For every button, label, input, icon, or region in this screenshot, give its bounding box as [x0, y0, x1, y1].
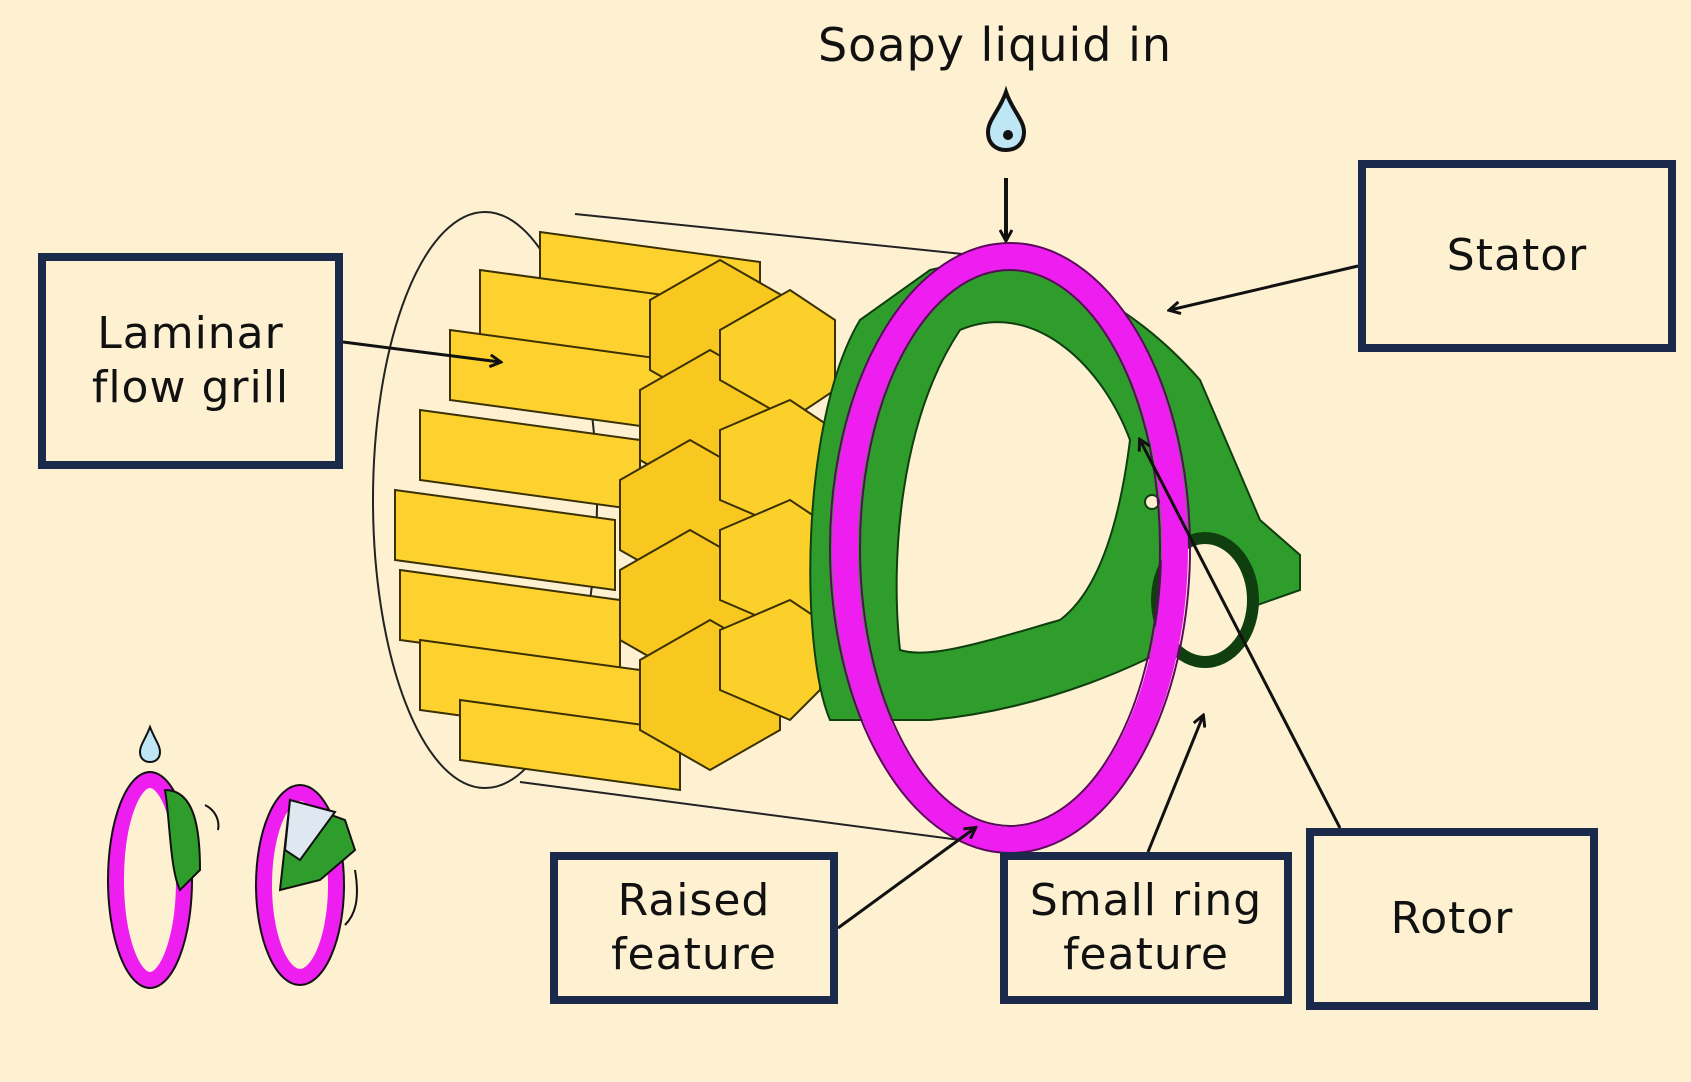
label-rotor-text: Rotor [1390, 893, 1514, 944]
droplet-icon [985, 85, 1027, 153]
arrow-stator [1170, 264, 1359, 310]
label-rotor: Rotor [1306, 828, 1598, 1010]
label-small-ring-text: Small ring feature [1029, 875, 1263, 980]
small-droplet-icon [138, 724, 162, 764]
label-laminar-text: Laminar flow grill [91, 308, 290, 413]
label-stator: Stator [1358, 160, 1676, 352]
arrow-raised [837, 828, 975, 930]
arrow-small-ring [1146, 716, 1203, 853]
label-small-ring-feature: Small ring feature [1000, 852, 1292, 1004]
leader-arrows [342, 264, 1359, 930]
label-raised-feature: Raised feature [550, 852, 838, 1004]
title-soapy-liquid-in: Soapy liquid in [817, 18, 1173, 72]
label-laminar-flow-grill: Laminar flow grill [38, 253, 343, 469]
label-raised-text: Raised feature [611, 875, 777, 980]
rotor [809, 262, 1301, 721]
inset-sketches [107, 724, 358, 989]
arrow-rotor [1140, 440, 1342, 829]
laminar-flow-grill [394, 230, 836, 792]
arrow-laminar [342, 340, 500, 362]
label-stator-text: Stator [1446, 230, 1588, 281]
